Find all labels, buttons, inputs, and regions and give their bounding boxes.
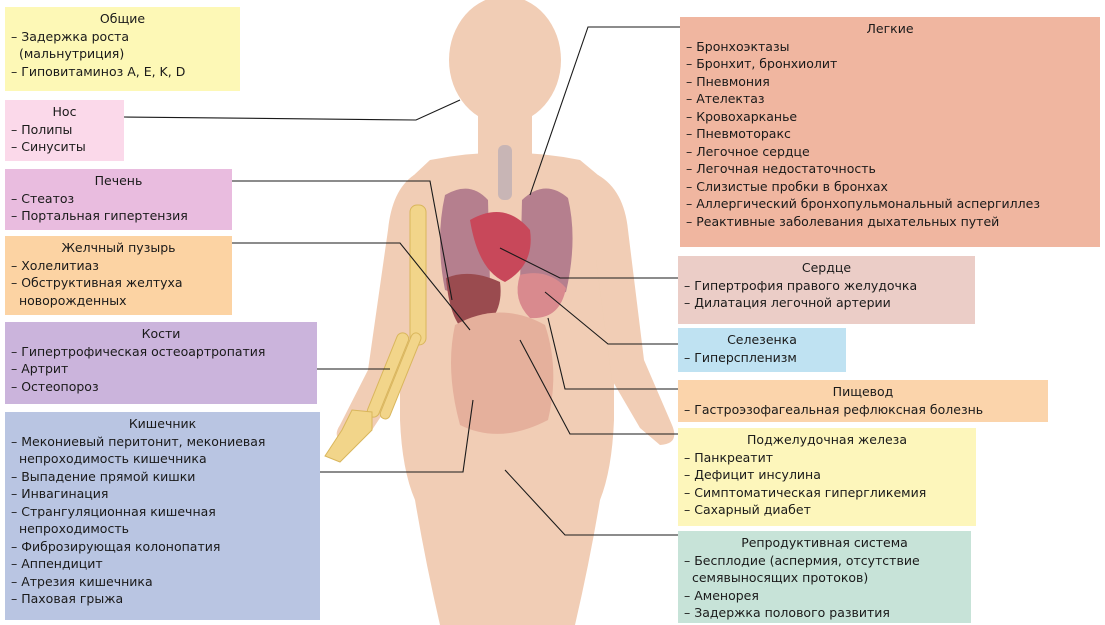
box-nose: Нос – Полипы – Синуситы xyxy=(5,100,124,161)
box-lungs: Легкие – Бронхоэктазы – Бронхит, бронхио… xyxy=(680,17,1100,247)
box-intestine-item: непроходимость xyxy=(11,520,314,538)
box-nose-item: – Полипы xyxy=(11,121,118,139)
box-heart-title: Сердце xyxy=(684,259,969,277)
box-intestine-item: – Мекониевый перитонит, мекониевая xyxy=(11,433,314,451)
box-pancreas-title: Поджелудочная железа xyxy=(684,431,970,449)
box-liver-title: Печень xyxy=(11,172,226,190)
box-reproductive: Репродуктивная система – Бесплодие (аспе… xyxy=(678,531,971,623)
box-intestine-item: – Аппендицит xyxy=(11,555,314,573)
trachea xyxy=(498,145,512,200)
box-nose-title: Нос xyxy=(11,103,118,121)
box-pancreas-item: – Панкреатит xyxy=(684,449,970,467)
box-esophagus: Пищевод – Гастроэзофагеальная рефлюксная… xyxy=(678,380,1048,422)
box-intestine: Кишечник – Мекониевый перитонит, меконие… xyxy=(5,412,320,620)
box-general-item: – Задержка роста xyxy=(11,28,234,46)
box-lungs-title: Легкие xyxy=(686,20,1094,38)
box-intestine-item: непроходимость кишечника xyxy=(11,450,314,468)
box-general-item: – Гиповитаминоз A, E, K, D xyxy=(11,63,234,81)
box-intestine-title: Кишечник xyxy=(11,415,314,433)
box-nose-item: – Синуситы xyxy=(11,138,118,156)
box-esophagus-item: – Гастроэзофагеальная рефлюксная болезнь xyxy=(684,401,1042,419)
box-spleen: Селезенка – Гиперспленизм xyxy=(678,328,846,372)
box-bones-title: Кости xyxy=(11,325,311,343)
box-lungs-item: – Бронхоэктазы xyxy=(686,38,1094,56)
box-lungs-item: – Легочное сердце xyxy=(686,143,1094,161)
box-intestine-item: – Паховая грыжа xyxy=(11,590,314,608)
leader-nose xyxy=(124,100,460,120)
box-intestine-item: – Выпадение прямой кишки xyxy=(11,468,314,486)
box-gallbladder: Желчный пузырь – Холелитиаз – Обструктив… xyxy=(5,236,232,315)
box-lungs-item: – Кровохарканье xyxy=(686,108,1094,126)
box-heart-item: – Дилатация легочной артерии xyxy=(684,294,969,312)
box-spleen-item: – Гиперспленизм xyxy=(684,349,840,367)
box-general-title: Общие xyxy=(11,10,234,28)
box-gallbladder-item: – Холелитиаз xyxy=(11,257,226,275)
box-heart: Сердце – Гипертрофия правого желудочка –… xyxy=(678,256,975,324)
box-liver-item: – Стеатоз xyxy=(11,190,226,208)
box-lungs-item: – Ателектаз xyxy=(686,90,1094,108)
box-intestine-item: – Фиброзирующая колонопатия xyxy=(11,538,314,556)
box-lungs-item: – Пневмония xyxy=(686,73,1094,91)
box-spleen-title: Селезенка xyxy=(684,331,840,349)
box-lungs-item: – Слизистые пробки в бронхах xyxy=(686,178,1094,196)
box-lungs-item: – Легочная недостаточность xyxy=(686,160,1094,178)
box-liver-item: – Портальная гипертензия xyxy=(11,207,226,225)
box-lungs-item: – Пневмоторакс xyxy=(686,125,1094,143)
box-gallbladder-item: новорожденных xyxy=(11,292,226,310)
box-reproductive-item: семявыносящих протоков) xyxy=(684,569,965,587)
box-reproductive-title: Репродуктивная система xyxy=(684,534,965,552)
box-reproductive-item: – Бесплодие (аспермия, отсутствие xyxy=(684,552,965,570)
body-silhouette xyxy=(337,0,675,625)
box-esophagus-title: Пищевод xyxy=(684,383,1042,401)
box-heart-item: – Гипертрофия правого желудочка xyxy=(684,277,969,295)
box-pancreas-item: – Дефицит инсулина xyxy=(684,466,970,484)
box-gallbladder-title: Желчный пузырь xyxy=(11,239,226,257)
box-gallbladder-item: – Обструктивная желтуха xyxy=(11,274,226,292)
box-intestine-item: – Атрезия кишечника xyxy=(11,573,314,591)
box-intestine-item: – Странгуляционная кишечная xyxy=(11,503,314,521)
box-reproductive-item: – Задержка полового развития xyxy=(684,604,965,622)
box-bones-item: – Гипертрофическая остеоартропатия xyxy=(11,343,311,361)
box-general-item: (мальнутриция) xyxy=(11,45,234,63)
box-pancreas-item: – Сахарный диабет xyxy=(684,501,970,519)
box-liver: Печень – Стеатоз – Портальная гипертензи… xyxy=(5,169,232,230)
box-reproductive-item: – Аменорея xyxy=(684,587,965,605)
box-bones-item: – Артрит xyxy=(11,360,311,378)
box-lungs-item: – Аллергический бронхопульмональный аспе… xyxy=(686,195,1094,213)
box-intestine-item: – Инвагинация xyxy=(11,485,314,503)
box-general: Общие – Задержка роста (мальнутриция) – … xyxy=(5,7,240,91)
box-bones-item: – Остеопороз xyxy=(11,378,311,396)
box-bones: Кости – Гипертрофическая остеоартропатия… xyxy=(5,322,317,404)
box-lungs-item: – Реактивные заболевания дыхательных пут… xyxy=(686,213,1094,231)
box-pancreas-item: – Симптоматическая гипергликемия xyxy=(684,484,970,502)
box-pancreas: Поджелудочная железа – Панкреатит – Дефи… xyxy=(678,428,976,526)
box-lungs-item: – Бронхит, бронхиолит xyxy=(686,55,1094,73)
